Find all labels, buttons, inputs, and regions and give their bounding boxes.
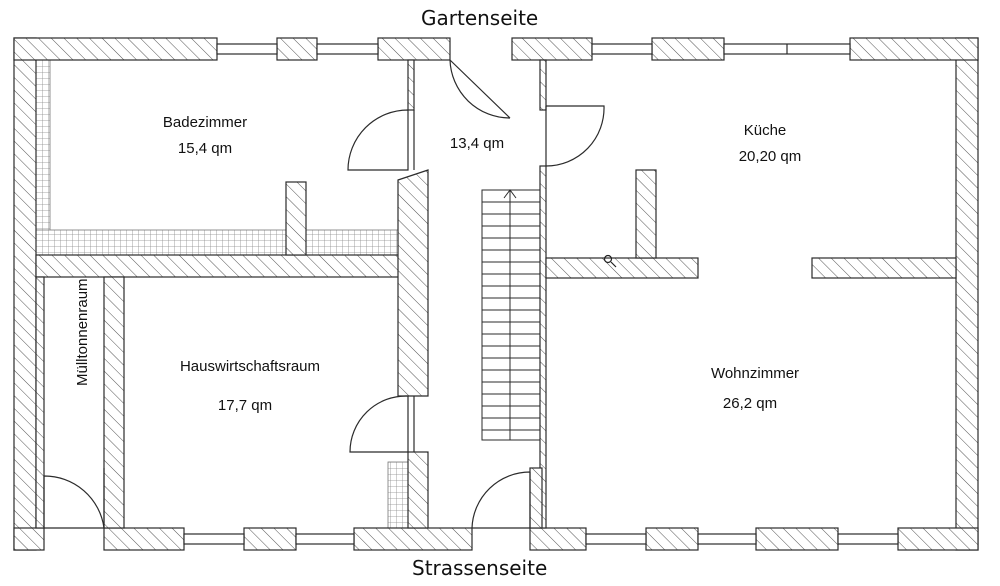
wall-top-1 — [13, 37, 218, 61]
wall-hall-left-lower — [407, 451, 429, 529]
wall-bottom-3 — [243, 527, 297, 551]
room-name-wohn: Wohnzimmer — [710, 365, 800, 382]
window-bottom-4 — [697, 533, 757, 545]
wall-top-6 — [849, 37, 979, 61]
wall-outer-left — [13, 37, 37, 551]
top-side-label: Gartenseite — [421, 6, 539, 30]
door-hwr — [349, 395, 409, 453]
window-bottom-1 — [183, 533, 245, 545]
wall-top-5 — [651, 37, 725, 61]
wall-top-3 — [377, 37, 451, 61]
door-kitchen — [545, 105, 605, 167]
staircase — [481, 189, 541, 441]
cursor-icon — [603, 254, 617, 268]
wall-bottom-7 — [755, 527, 839, 551]
wall-kitchen-bottom-left — [545, 257, 699, 279]
windows — [183, 43, 899, 545]
wall-bottom-6 — [645, 527, 699, 551]
doors — [43, 59, 605, 529]
wall-bath-stub — [285, 181, 307, 256]
door-street — [471, 471, 531, 529]
room-area-kueche: 20,20 qm — [738, 148, 802, 165]
room-name-kueche: Küche — [743, 122, 787, 139]
wall-muell-inner — [35, 276, 45, 529]
room-area-flur: 13,4 qm — [449, 135, 505, 152]
bath-tiles-left — [35, 59, 51, 256]
window-top-3 — [591, 43, 653, 55]
door-garden — [449, 59, 511, 119]
room-name-bad: Badezimmer — [162, 114, 248, 131]
wall-kitchen-bottom-right — [811, 257, 957, 279]
wall-top-2 — [276, 37, 318, 61]
wall-bottom-4 — [353, 527, 473, 551]
wall-muell-right — [103, 276, 125, 529]
wall-hall-left — [397, 169, 429, 397]
wall-bottom-1 — [13, 527, 45, 551]
wall-bottom-8 — [897, 527, 979, 551]
stair-steps — [482, 201, 540, 431]
wall-bath-bottom — [35, 254, 409, 278]
wall-outer-right — [955, 37, 979, 551]
wall-hall-bottom-right — [529, 467, 543, 529]
wall-bottom-2 — [103, 527, 185, 551]
room-area-hwr: 17,7 qm — [217, 397, 273, 414]
wall-bottom-5 — [529, 527, 587, 551]
door-bath — [347, 109, 409, 171]
room-area-wohn: 26,2 qm — [722, 395, 778, 412]
door-muell — [43, 475, 105, 529]
window-top-2 — [316, 43, 379, 55]
bath-tiles-bottom-right — [305, 229, 399, 256]
wall-bath-right-upper — [407, 59, 415, 111]
room-name-hwr: Hauswirtschaftsraum — [179, 358, 321, 375]
room-name-muell: Mülltonnenraum — [74, 278, 91, 386]
stair-arrow — [503, 189, 517, 440]
wall-kitchen-left — [539, 59, 547, 111]
hwr-tiles — [387, 461, 409, 529]
window-bottom-3 — [585, 533, 647, 545]
bath-tiles-bottom-left — [35, 229, 287, 256]
window-bottom-5 — [837, 533, 899, 545]
bottom-side-label: Strassenseite — [412, 556, 548, 580]
stair-outline — [481, 189, 541, 441]
tile-areas — [35, 59, 409, 529]
window-top-1 — [216, 43, 278, 55]
window-bottom-2 — [295, 533, 355, 545]
wall-kitchen-stub — [635, 169, 657, 259]
room-area-bad: 15,4 qm — [177, 140, 233, 157]
wall-top-4 — [511, 37, 593, 61]
